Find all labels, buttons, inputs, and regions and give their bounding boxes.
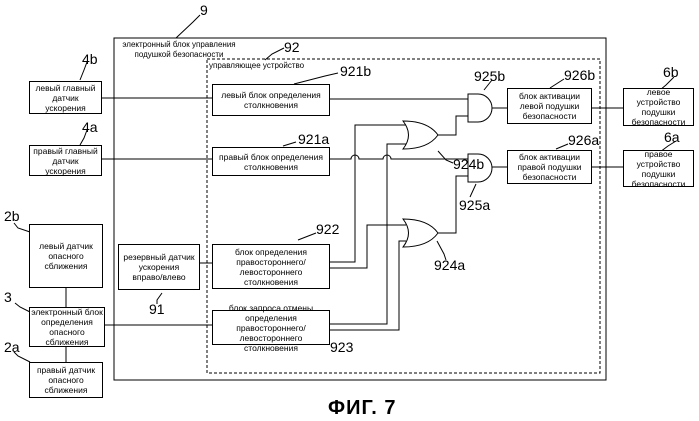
left-airbag-device-block: левое устройство подушки безопасности <box>623 88 694 126</box>
lr-collision-determination-block: блок определения правостороннего/ левост… <box>212 244 330 289</box>
leader-926a <box>556 144 568 149</box>
leader-922 <box>298 233 316 240</box>
ref-6a: 6a <box>664 130 680 144</box>
figure-caption: ФИГ. 7 <box>328 397 397 420</box>
leader-924b <box>438 151 453 163</box>
wire-922-924b <box>330 125 406 262</box>
left-proximity-sensor-block: левый датчик опасного сближения <box>29 224 103 288</box>
leader-9 <box>176 15 200 38</box>
wire-921a-925a <box>330 155 468 159</box>
ref-4a: 4a <box>82 120 98 134</box>
ref-6b: 6b <box>663 65 679 79</box>
ref-91: 91 <box>149 302 165 316</box>
lr-cancel-request-block: блок запроса отмены определения правосто… <box>212 310 330 345</box>
leader-925a <box>470 184 476 197</box>
proximity-electronic-block: электронный блок определения опасного сб… <box>29 307 105 347</box>
ref-921b: 921b <box>340 64 371 78</box>
left-main-sensor-block: левый главный датчик ускорения <box>29 81 102 114</box>
left-collision-block: левый блок определения столкновения <box>212 84 330 116</box>
wire-923-924b <box>330 144 406 324</box>
ref-92: 92 <box>284 40 300 54</box>
ref-924a: 924a <box>434 258 465 272</box>
leader-92 <box>265 48 284 60</box>
ref-9: 9 <box>200 3 208 17</box>
left-airbag-activation-block: блок активации левой подушки безопасност… <box>507 88 592 124</box>
ref-925b: 925b <box>474 69 505 83</box>
ref-923: 923 <box>330 340 353 354</box>
control-device-label: управляющее устройство <box>209 61 319 71</box>
ref-925a: 925a <box>459 198 490 212</box>
ref-921a: 921a <box>298 132 329 146</box>
ref-2a: 2a <box>4 340 20 354</box>
backup-lateral-sensor-block: резервный датчик ускорения вправо/влево <box>118 244 200 290</box>
leader-926b <box>550 79 564 88</box>
right-collision-block: правый блок определения столкновения <box>212 147 330 176</box>
ref-926a: 926a <box>568 133 599 147</box>
leader-921a <box>283 142 296 146</box>
ref-2b: 2b <box>4 209 20 223</box>
ref-3: 3 <box>4 290 12 304</box>
or-gate-924b <box>403 121 438 149</box>
right-airbag-activation-block: блок активации правой подушки безопаснос… <box>507 150 592 184</box>
right-main-sensor-block: правый главный датчик ускорения <box>29 145 102 176</box>
ecu-label: электронный блок управления подушкой без… <box>114 40 244 60</box>
or-gate-924a <box>403 219 438 247</box>
ref-922: 922 <box>316 222 339 236</box>
wire-923-924a <box>330 241 406 330</box>
leader-3 <box>15 303 30 312</box>
wire-924b-925b <box>438 116 468 135</box>
leader-2b <box>14 223 30 232</box>
ref-926b: 926b <box>564 68 595 82</box>
ref-4b: 4b <box>82 52 98 66</box>
ref-924b: 924b <box>453 157 484 171</box>
right-proximity-sensor-block: правый датчик опасного сближения <box>29 362 103 398</box>
right-airbag-device-block: правое устройство подушки безопасности <box>623 150 694 187</box>
and-gate-925b <box>468 94 492 122</box>
leader-921b <box>294 73 338 84</box>
